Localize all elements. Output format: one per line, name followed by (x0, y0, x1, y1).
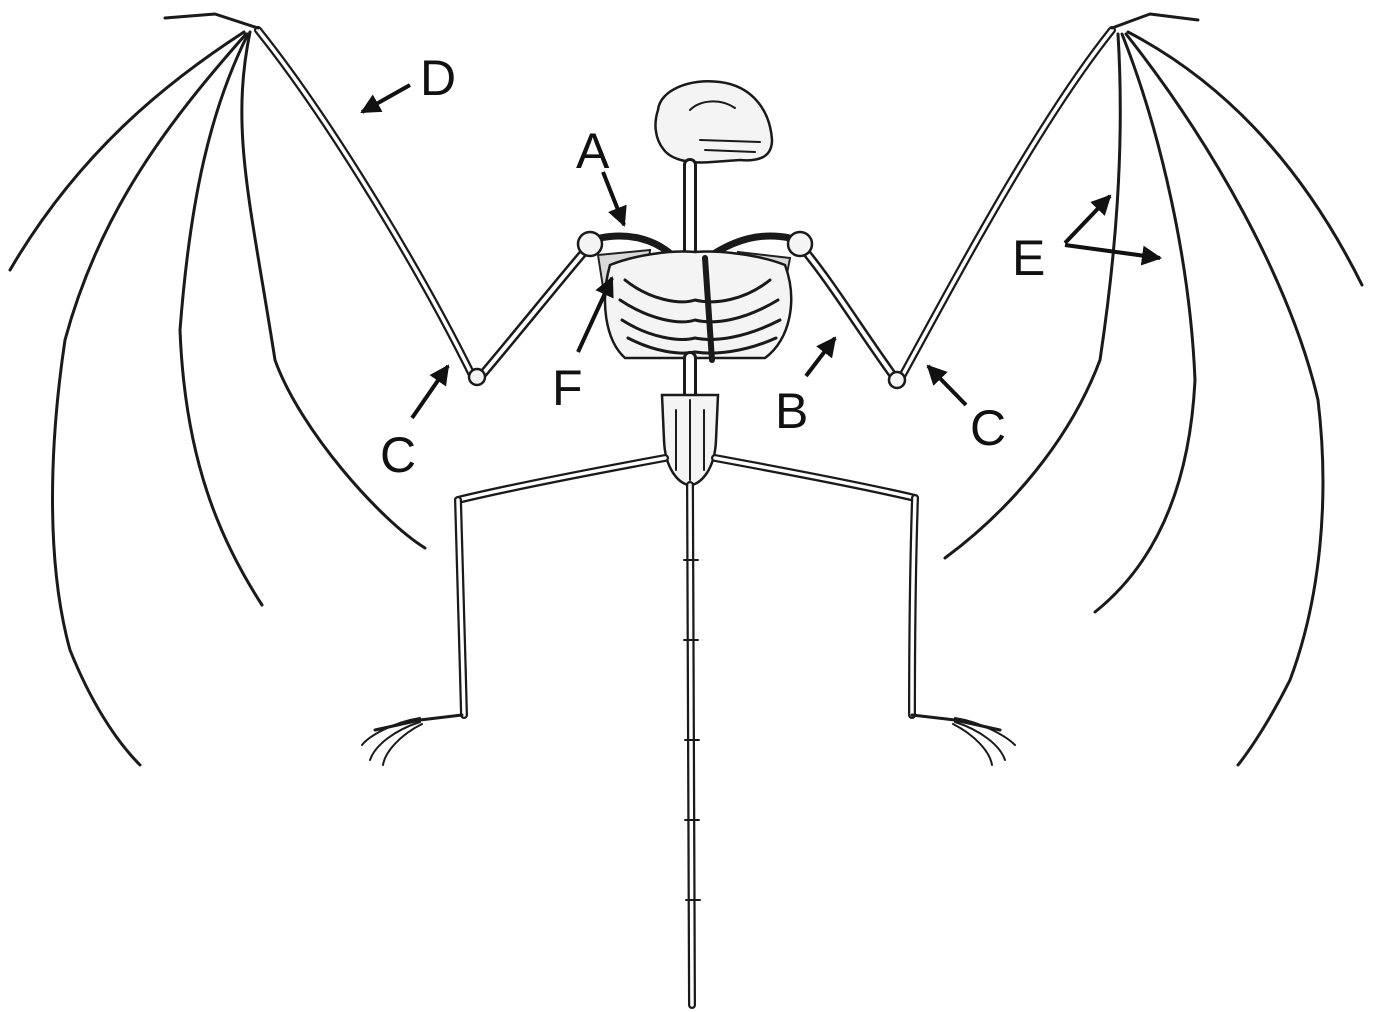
right-thumb (1112, 14, 1198, 28)
right-radius (900, 30, 1112, 380)
right-shoulder-joint (788, 232, 812, 256)
left-elbow-joint (469, 369, 485, 385)
right-wing (800, 14, 1362, 765)
label-C-right-text: C (970, 400, 1006, 456)
label-D: D (362, 50, 456, 112)
left-digit-3 (180, 34, 262, 605)
label-C-left-text: C (380, 427, 416, 483)
label-D-text: D (420, 50, 456, 106)
left-digit-4 (53, 34, 247, 765)
label-B-text: B (775, 383, 808, 439)
body (362, 81, 1015, 1005)
label-E: E (1012, 196, 1160, 286)
right-elbow-joint (889, 372, 905, 388)
label-A-text: A (576, 123, 610, 179)
right-digit-2 (945, 34, 1120, 558)
rib-cage (605, 252, 791, 360)
label-E-text: E (1012, 230, 1045, 286)
left-thumb (165, 14, 258, 28)
left-shoulder-joint (578, 232, 602, 256)
label-F: F (552, 278, 612, 416)
right-digit-4 (1126, 34, 1323, 765)
left-digit-5 (10, 32, 244, 270)
label-B: B (775, 338, 835, 439)
label-A: A (576, 123, 624, 225)
right-foot (912, 715, 1015, 765)
left-foot (362, 715, 462, 765)
label-C-right: C (928, 366, 1006, 456)
right-digit-3 (1095, 34, 1195, 612)
label-F-text: F (552, 360, 583, 416)
label-C-left: C (380, 366, 448, 483)
left-wing (10, 14, 590, 765)
